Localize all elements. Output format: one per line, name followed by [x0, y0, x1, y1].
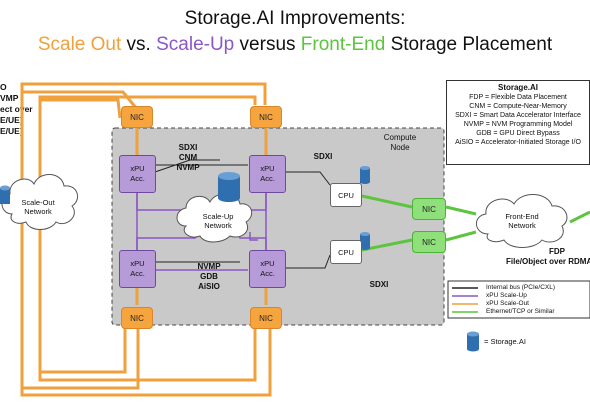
storage-cylinder-cpu-bottom — [360, 232, 370, 250]
xpu-acc-bottom-right: xPU Acc. — [249, 250, 286, 288]
legend-line-sdxi: SDXI = Smart Data Accelerator Interface — [455, 112, 581, 119]
front-end-cloud — [476, 194, 568, 248]
storage-cylinder-cpu-top — [360, 166, 370, 184]
legend-line-nvmp: NVMP = NVM Programming Model — [463, 121, 573, 128]
subtitle-versus: versus — [239, 34, 296, 55]
nic-front-top: NIC — [412, 198, 446, 220]
scale-up-lines — [136, 192, 267, 271]
subtitle-scale-out: Scale Out — [37, 34, 122, 55]
scale-out-lines — [20, 82, 272, 397]
diagram-subtitle: Scale Out vs. Scale-Up versus Front-End … — [0, 34, 590, 56]
legend-line-fdp: FDP = Flexible Data Placement — [469, 94, 567, 101]
subtitle-vs: vs. — [126, 34, 151, 55]
xpu-acc-top-right: xPU Acc. — [249, 155, 286, 193]
xpu-acc-bottom-left: xPU Acc. — [119, 250, 156, 288]
diagram-title: Storage.AI Improvements: — [184, 8, 406, 29]
bottom-features-label: NVMP GDB AiSIO — [197, 262, 221, 291]
ethernet-lines — [361, 194, 590, 252]
legend-line-cnm: CNM = Compute-Near-Memory — [469, 103, 567, 110]
nic-front-bottom: NIC — [412, 231, 446, 253]
sdxi-bottom-label: SDXI — [369, 280, 389, 289]
storage-legend-label: = Storage.AI — [484, 337, 526, 346]
legend-line-aisio: AiSIO = Accelerator-Initiated Storage I/… — [455, 139, 581, 146]
front-end-network-label: Front-End Network — [505, 212, 539, 230]
file-object-label: File/Object over RDMA — [506, 257, 590, 266]
line-legend-internal-bus: Internal bus (PCIe/CXL) — [486, 284, 556, 291]
scale-up-cloud — [176, 193, 253, 243]
sdxi-top-label: SDXI — [313, 152, 333, 161]
subtitle-rest: Storage Placement — [390, 34, 553, 55]
cpu-bottom: CPU — [330, 240, 362, 264]
nic-top-left: NIC — [121, 106, 153, 128]
legend-line-gdb: GDB = GPU Direct Bypass — [476, 130, 560, 137]
compute-node-label: Compute Node — [383, 133, 417, 152]
line-legend-box — [447, 280, 590, 319]
nic-top-right: NIC — [250, 106, 282, 128]
top-features-label: SDXI CNM NVMP — [176, 143, 200, 172]
line-legend-scale-up: xPU Scale-Up — [486, 292, 527, 299]
line-legend-scale-out: xPU Scale-Out — [486, 300, 529, 307]
storage-cylinder-scaleup — [218, 172, 240, 202]
line-legend-strokes — [452, 287, 478, 313]
line-legend-ethernet: Ethernet/TCP or Similar — [486, 308, 555, 315]
fdp-label: FDP — [549, 247, 565, 256]
nic-bottom-left: NIC — [121, 307, 153, 329]
subtitle-scale-up: Scale-Up — [156, 34, 235, 55]
scale-out-network-label: Scale-Out Network — [21, 198, 55, 216]
cpu-top: CPU — [330, 183, 362, 207]
subtitle-front-end: Front-End — [300, 34, 386, 55]
xpu-acc-top-left: xPU Acc. — [119, 155, 156, 193]
scale-up-network-label: Scale-Up Network — [202, 212, 234, 230]
legend-title: Storage.AI — [497, 83, 538, 92]
storage-ai-legend: Storage.AI FDP = Flexible Data Placement… — [446, 80, 590, 165]
left-cut-label: O VMP ect over E/UE) E/UE) — [0, 82, 33, 136]
scale-out-cloud — [1, 174, 79, 230]
storage-cylinder-legend — [467, 331, 479, 352]
nic-bottom-right: NIC — [250, 307, 282, 329]
storage-cylinder-scaleout — [0, 185, 10, 204]
